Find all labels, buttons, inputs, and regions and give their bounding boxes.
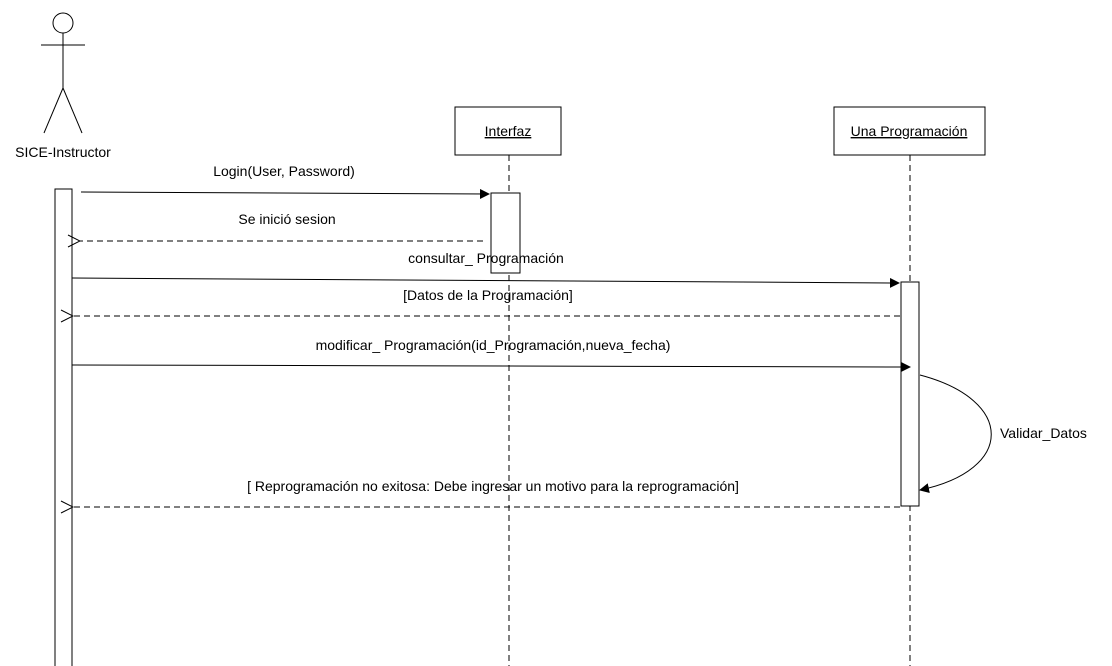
actor-sice-instructor: SICE-Instructor (15, 12, 111, 160)
object-una-programacion-box (833, 106, 986, 156)
message-consultar: consultar_ Programación (71, 250, 900, 288)
message-validar-datos-label: Validar_Datos (1000, 425, 1087, 441)
message-session-started: Se inició sesion (80, 211, 483, 241)
message-datos: [Datos de la Programación] (73, 287, 900, 316)
message-reprogramacion-error: [ Reprogramación no exitosa: Debe ingres… (73, 478, 900, 507)
message-datos-label: [Datos de la Programación] (403, 287, 573, 303)
actor-left-leg (43, 87, 64, 134)
message-modificar-label: modificar_ Programación(id_Programación,… (316, 337, 671, 353)
activation-bar-una-programacion (900, 281, 920, 507)
message-login-label: Login(User, Password) (213, 163, 355, 179)
activation-bar-interfaz (490, 192, 521, 274)
actor-activation-bar (54, 188, 73, 666)
actor-label: SICE-Instructor (15, 144, 111, 160)
message-consultar-label: consultar_ Programación (408, 250, 564, 266)
message-consultar-arrow (71, 277, 900, 288)
message-modificar: modificar_ Programación(id_Programación,… (71, 337, 911, 372)
message-session-started-label: Se inició sesion (238, 211, 335, 227)
object-interfaz-box (454, 106, 562, 156)
message-login: Login(User, Password) (80, 163, 490, 199)
message-login-arrow (80, 188, 490, 199)
message-modificar-arrow (71, 361, 911, 372)
actor-head (52, 12, 74, 34)
object-interfaz-label: Interfaz (485, 123, 532, 139)
object-una-programacion: Una Programación (833, 106, 986, 666)
message-reprogramacion-error-label: [ Reprogramación no exitosa: Debe ingres… (247, 478, 739, 494)
message-validar-datos: Validar_Datos (919, 374, 1087, 494)
actor-right-leg (62, 87, 83, 134)
object-interfaz: Interfaz (454, 106, 562, 666)
object-una-programacion-label: Una Programación (851, 123, 968, 139)
message-validar-datos-arc (919, 374, 992, 494)
